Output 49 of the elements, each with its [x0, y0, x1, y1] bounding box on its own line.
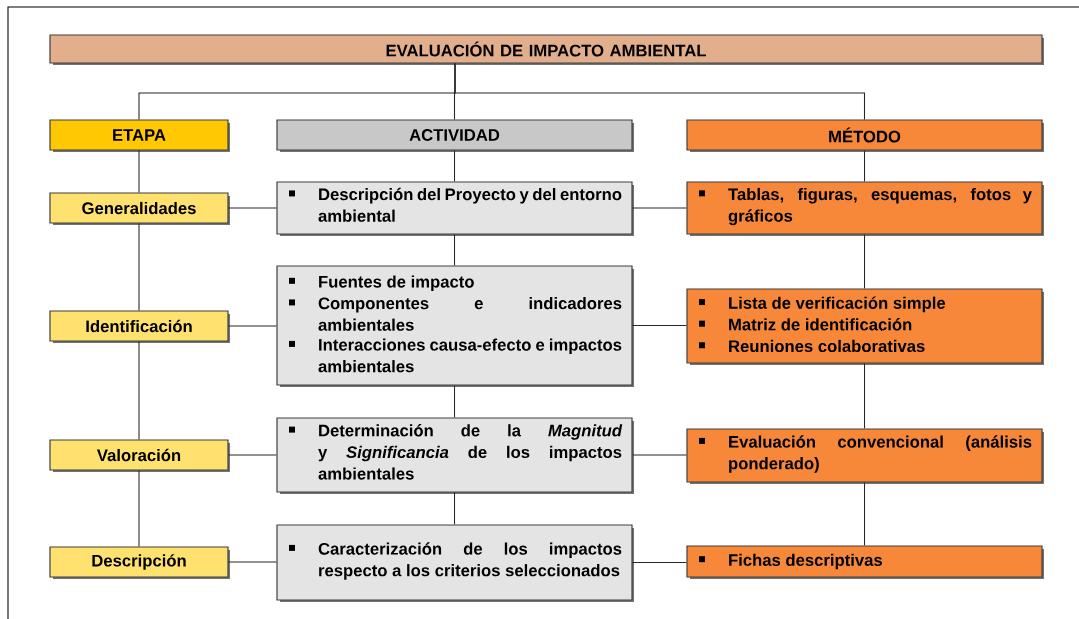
connector-line [138, 223, 140, 311]
list-item: Evaluación convencional (análisis ponderado) [729, 435, 1032, 473]
activity-box [276, 417, 634, 494]
connector-line [863, 234, 866, 289]
connector-line [632, 207, 687, 209]
list-item: Fuentes de impacto [319, 275, 474, 291]
column-header: ACTIVIDAD [276, 119, 634, 152]
list-item: Lista de verificación simple [729, 296, 946, 313]
connector-line [863, 150, 866, 182]
connector-line [454, 63, 866, 120]
connector-line [138, 341, 140, 440]
method-box [686, 428, 1044, 484]
connector-line [632, 454, 687, 456]
list-item: Tablas, figuras, esquemas, fotos y gráficos [728, 187, 1032, 226]
activity-box [276, 181, 634, 236]
connector-line [228, 325, 277, 327]
column-header: ETAPA [49, 119, 230, 152]
activity-box [276, 524, 634, 602]
connector-line [863, 482, 866, 546]
activity-box [276, 265, 634, 387]
stage-box: Descripción [49, 546, 230, 579]
stage-box: Generalidades [49, 192, 230, 225]
list-item: Matriz de identificación [729, 318, 912, 331]
list-item: Caracterización de los impactos respecto a los criterios seleccionados [318, 542, 622, 580]
list-item: Descripción del Proyecto y del entorno ambiental [318, 187, 622, 222]
connector-line [138, 470, 140, 547]
method-box [686, 545, 1044, 579]
list-item: Fichas descriptivas [729, 553, 882, 570]
connector-line [228, 454, 277, 456]
list-item: Componentes e indicadores ambientales [318, 297, 622, 331]
connector-line [632, 324, 687, 327]
title-bar: EVALUACIÓN DE IMPACTO AMBIENTAL [49, 34, 1044, 65]
connector-line [453, 150, 456, 182]
list-item: Interacciones causa-efecto e impactos ambientales [318, 338, 622, 373]
method-box [686, 181, 1044, 236]
list-item: Determinación de la Magnitud y Significancia de los impactos ambientales [318, 424, 623, 480]
column-header: MÉTODO [686, 119, 1044, 152]
connector-line [632, 561, 687, 564]
list-item: Reuniones colaborativas [729, 339, 925, 353]
connector-line [453, 234, 456, 266]
connector-line [138, 150, 140, 193]
stage-box: Valoración [49, 439, 230, 472]
method-box [686, 288, 1044, 365]
connector-line [228, 207, 277, 209]
connector-line [453, 385, 456, 418]
stage-box: Identificación [49, 310, 230, 343]
connector-line [453, 492, 456, 525]
connector-line [863, 363, 866, 429]
connector-line [228, 561, 277, 563]
